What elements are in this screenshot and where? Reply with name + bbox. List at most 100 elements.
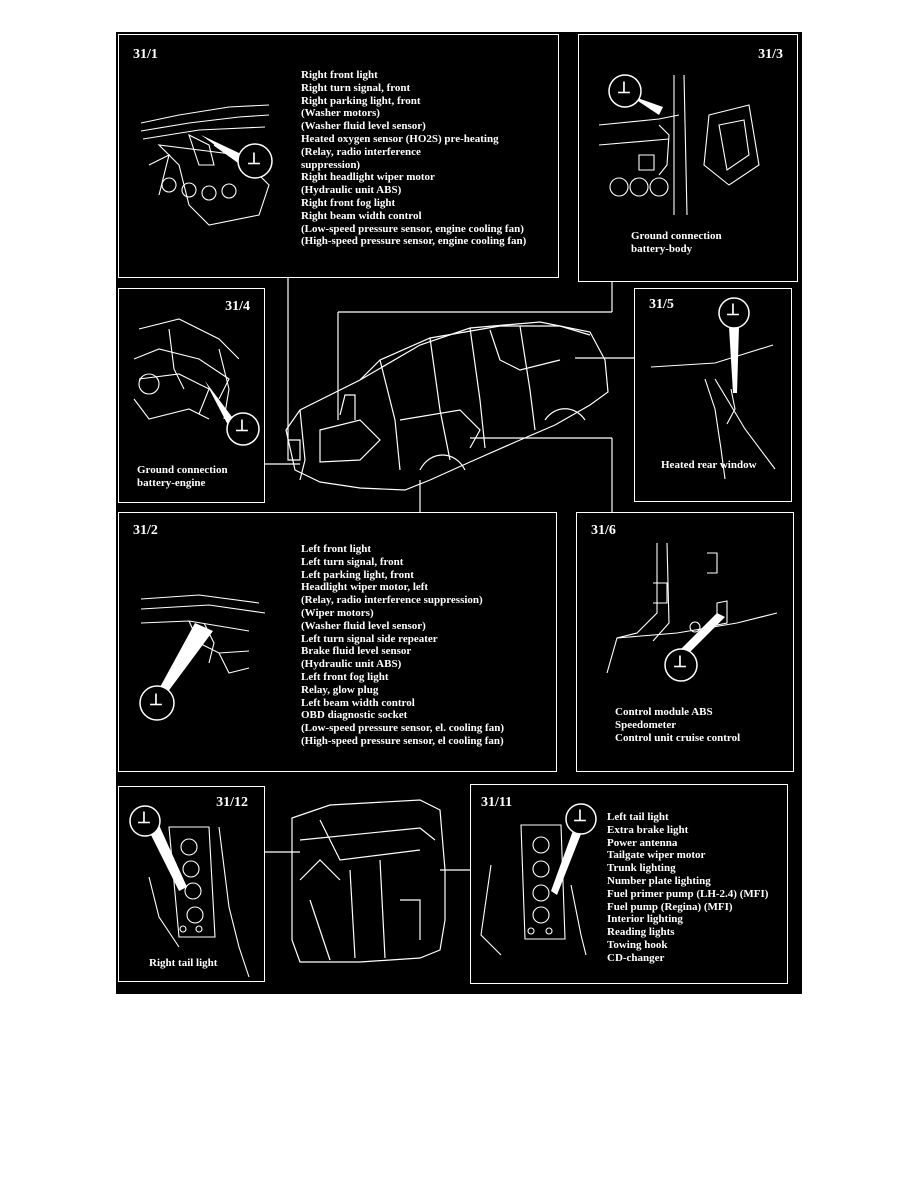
list-item: Left turn signal side repeater <box>301 632 438 645</box>
component-list: Left tail light Extra brake light Power … <box>607 811 768 965</box>
panel-31-11: 31/11 ⊥ Left tail light Extra brake ligh… <box>470 784 788 984</box>
body-ground-illustration <box>598 74 760 216</box>
list-item: Left beam width control <box>301 696 415 709</box>
list-item: (High-speed pressure sensor, el cooling … <box>301 734 504 747</box>
list-item: Right front fog light <box>301 196 396 209</box>
engine-ground-illustration <box>133 318 260 446</box>
panel-31-1: 31/1 ⊥ Right front light Right turn sign… <box>118 34 559 278</box>
list-item: Trunk lighting <box>607 862 676 875</box>
list-item: Power antenna <box>607 836 678 849</box>
list-item: (Relay, radio interference suppression) <box>301 594 483 607</box>
list-item: (Relay, radio interference <box>301 145 421 158</box>
panel-31-6: 31/6 ⊥ Control module ABS Speedometer Co… <box>576 512 794 772</box>
caption: Ground connection battery-engine <box>137 464 228 490</box>
caption-line: Control module ABS <box>615 706 713 718</box>
list-item: CD-changer <box>607 951 665 964</box>
panel-id: 31/2 <box>133 523 158 538</box>
list-item: Right beam width control <box>301 209 422 222</box>
caption-line: Ground connection <box>137 464 228 476</box>
list-item: Right parking light, front <box>301 94 421 107</box>
panel-id: 31/6 <box>591 523 616 538</box>
ground-callout-circle <box>664 648 698 682</box>
panel-31-2: 31/2 ⊥ Left front light Left turn signal… <box>118 512 557 772</box>
list-item: Heated oxygen sensor (HO2S) pre-heating <box>301 132 499 145</box>
ground-callout-circle <box>565 803 597 835</box>
ground-callout-circle <box>139 685 175 721</box>
caption-line: Heated rear window <box>661 459 757 471</box>
ground-callout-circle <box>608 74 642 108</box>
callout-pointer <box>551 825 583 895</box>
list-item: (Wiper motors) <box>301 606 374 619</box>
ground-icon: ⊥ <box>617 80 631 97</box>
ground-icon: ⊥ <box>137 810 151 827</box>
list-item: OBD diagnostic socket <box>301 709 408 722</box>
ground-icon: ⊥ <box>149 692 163 709</box>
list-item: (Low-speed pressure sensor, el. cooling … <box>301 722 504 735</box>
callout-pointer <box>147 825 187 891</box>
panel-id: 31/5 <box>649 297 674 312</box>
list-item: Reading lights <box>607 926 675 939</box>
dashboard-ground-illustration <box>606 542 778 682</box>
caption: Heated rear window <box>661 459 757 472</box>
caption: Control module ABS Speedometer Control u… <box>615 706 740 745</box>
list-item: Extra brake light <box>607 823 689 836</box>
ground-icon: ⊥ <box>726 302 740 319</box>
caption-line: Control unit cruise control <box>615 732 741 744</box>
caption: Ground connection battery-body <box>631 230 722 256</box>
engine-bay-illustration <box>140 104 273 226</box>
ground-icon: ⊥ <box>247 151 261 168</box>
list-item: (Hydraulic unit ABS) <box>301 658 402 671</box>
right-tail-light-illustration <box>129 805 250 978</box>
caption: Right tail light <box>149 957 217 970</box>
list-item: Brake fluid level sensor <box>301 645 412 658</box>
list-item: (Washer motors) <box>301 107 380 120</box>
panel-31-3: 31/3 ⊥ Ground connection battery-body <box>578 34 798 282</box>
caption-line: battery-body <box>631 243 693 255</box>
list-item: Left parking light, front <box>301 568 414 581</box>
panel-31-5: 31/5 ⊥ Heated rear window <box>634 288 792 502</box>
left-tail-light-illustration <box>480 803 597 956</box>
list-item: suppression) <box>301 158 361 171</box>
list-item: Left front light <box>301 543 372 555</box>
list-item: Right turn signal, front <box>301 81 411 94</box>
wagon-body-outline <box>291 799 446 963</box>
panel-31-12: 31/12 ⊥ Right tail light <box>118 786 265 982</box>
caption-line: Right tail light <box>149 957 218 969</box>
ground-icon: ⊥ <box>573 808 587 825</box>
list-item: (Washer fluid level sensor) <box>301 619 426 632</box>
component-list: Left front light Left turn signal, front… <box>301 543 504 748</box>
list-item: Headlight wiper motor, left <box>301 581 429 594</box>
panel-id: 31/1 <box>133 47 158 62</box>
list-item: Fuel pump (Regina) (MFI) <box>607 900 733 913</box>
list-item: Right headlight wiper motor <box>301 171 435 184</box>
ground-callout-circle <box>718 297 750 329</box>
engine-bay-left-illustration <box>139 594 266 721</box>
list-item: (Low-speed pressure sensor, engine cooli… <box>301 222 524 235</box>
list-item: Left front fog light <box>301 670 389 683</box>
ground-icon: ⊥ <box>235 418 249 435</box>
list-item: Towing hook <box>607 938 668 951</box>
callout-pointer <box>201 135 245 167</box>
sedan-body-outline <box>285 321 609 491</box>
list-item: Relay, glow plug <box>301 683 379 696</box>
list-item: Fuel primer pump (LH-2.4) (MFI) <box>607 887 769 900</box>
list-item: Number plate lighting <box>607 874 711 887</box>
ground-callout-circle <box>226 412 260 446</box>
caption-line: Ground connection <box>631 230 722 242</box>
caption-line: battery-engine <box>137 477 206 489</box>
list-item: (Hydraulic unit ABS) <box>301 184 402 197</box>
rear-window-illustration <box>650 297 776 480</box>
ground-callout-circle <box>129 805 161 837</box>
caption-line: Speedometer <box>615 719 677 731</box>
panel-31-4: 31/4 ⊥ Ground connection battery-engine <box>118 288 265 503</box>
panel-id: 31/3 <box>758 47 783 62</box>
list-item: Left tail light <box>607 811 669 823</box>
callout-pointer <box>205 381 235 427</box>
ground-callout-circle <box>237 143 273 179</box>
panel-id: 31/11 <box>481 795 513 810</box>
callout-pointer <box>159 623 213 693</box>
callout-pointer <box>729 327 739 393</box>
list-item: (High-speed pressure sensor, engine cool… <box>301 235 527 248</box>
list-item: Tailgate wiper motor <box>607 849 706 862</box>
